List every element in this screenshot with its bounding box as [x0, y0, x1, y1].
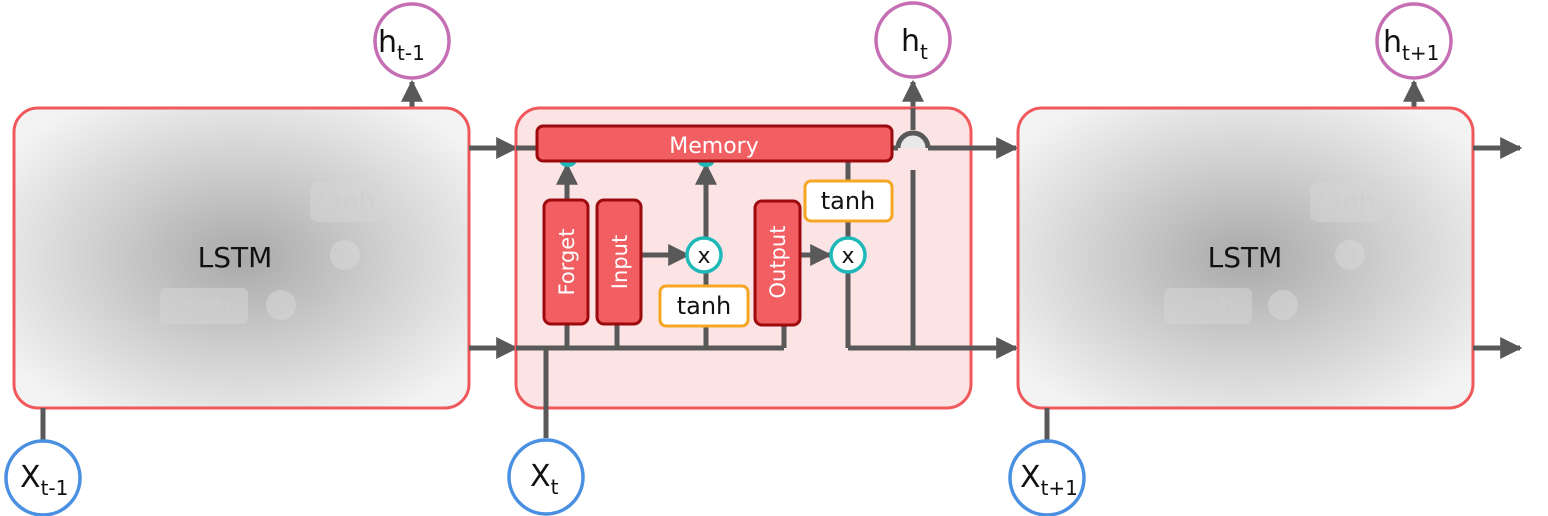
- svg-text:ht: ht: [901, 24, 928, 64]
- forget-gate-label: Forget: [555, 229, 579, 296]
- svg-text:Xt-1: Xt-1: [20, 460, 68, 500]
- output-current-base: h: [901, 24, 920, 59]
- svg-text:Xt: Xt: [530, 459, 559, 499]
- cell-current: Memory Forget Input Output tanh tanh: [507, 1, 1019, 516]
- multiply-symbol-output: x: [841, 244, 854, 269]
- output-gate-label: Output: [766, 226, 790, 299]
- line-crossing-bridge: [895, 130, 931, 149]
- svg-text:Xt+1: Xt+1: [1020, 460, 1078, 500]
- input-current-base: X: [530, 459, 551, 494]
- output-current-sub: t: [920, 40, 928, 64]
- output-node-prev[interactable]: ht-1: [373, 2, 451, 80]
- svg-text:ht-1: ht-1: [378, 25, 425, 65]
- ghost-multiply: x: [338, 244, 351, 269]
- cell-next-label: LSTM: [1208, 241, 1283, 274]
- ghost-sigma: σ: [1276, 294, 1290, 319]
- ghost-multiply: x: [1343, 244, 1356, 269]
- input-gate-label: Input: [608, 235, 632, 289]
- ghost-tanh-top: tanh: [1316, 187, 1375, 217]
- memory-label: Memory: [669, 134, 758, 159]
- ghost-internals-next: tanh x tanh σ: [1164, 182, 1380, 324]
- output-next-base: h: [1383, 25, 1402, 60]
- ghost-tanh-bottom: tanh: [1176, 292, 1235, 322]
- input-next-base: X: [1020, 460, 1041, 495]
- input-prev-base: X: [20, 460, 41, 495]
- forget-gate[interactable]: Forget: [542, 198, 590, 326]
- multiply-node-input[interactable]: x: [685, 236, 723, 274]
- input-node-next[interactable]: Xt+1: [1008, 439, 1086, 516]
- output-node-next[interactable]: ht+1: [1375, 2, 1453, 80]
- output-prev-base: h: [378, 25, 397, 60]
- input-node-current[interactable]: Xt: [507, 438, 585, 516]
- memory-junction-input: [698, 162, 714, 167]
- memory-junction-forget: [560, 162, 576, 167]
- tanh-label-output: tanh: [821, 187, 876, 215]
- cell-prev-label: LSTM: [198, 241, 273, 274]
- output-gate[interactable]: Output: [753, 199, 802, 327]
- input-node-prev[interactable]: Xt-1: [4, 439, 82, 516]
- ghost-sigma: σ: [274, 294, 288, 319]
- tanh-label-candidate: tanh: [677, 292, 732, 320]
- multiply-symbol-input: x: [697, 244, 710, 269]
- multiply-node-output[interactable]: x: [829, 236, 867, 274]
- tanh-box-output[interactable]: tanh: [803, 179, 894, 223]
- svg-text:ht+1: ht+1: [1383, 25, 1439, 65]
- input-prev-sub: t-1: [41, 476, 69, 500]
- ghost-internals: tanh x tanh σ: [160, 182, 380, 324]
- output-prev-sub: t-1: [397, 41, 425, 65]
- output-node-current[interactable]: ht: [874, 1, 952, 79]
- tanh-box-candidate[interactable]: tanh: [658, 284, 750, 328]
- input-gate[interactable]: Input: [595, 198, 643, 326]
- memory-bar[interactable]: Memory: [535, 124, 894, 163]
- output-next-sub: t+1: [1402, 41, 1439, 65]
- cell-prev: tanh x tanh σ LSTM Xt-1 ht-1: [4, 2, 471, 516]
- ghost-tanh-bottom: tanh: [172, 292, 231, 322]
- input-current-sub: t: [551, 475, 559, 499]
- input-next-sub: t+1: [1041, 476, 1078, 500]
- cell-next: tanh x tanh σ LSTM Xt+1 ht+1: [1008, 2, 1523, 516]
- ghost-tanh-top: tanh: [316, 187, 375, 217]
